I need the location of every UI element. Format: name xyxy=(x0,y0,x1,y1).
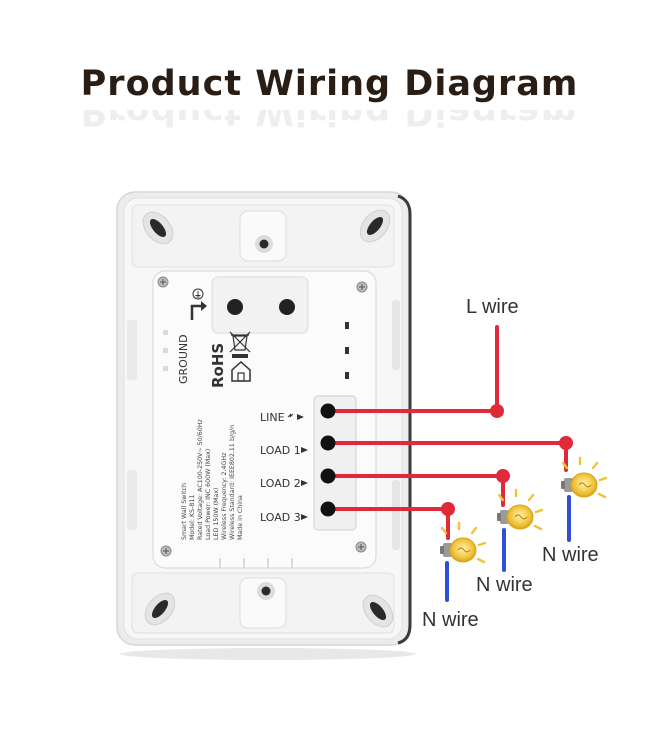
mounting-hole-top xyxy=(255,235,273,253)
n-wire-label-3: N wire xyxy=(422,609,479,631)
spec-line-2: Rated Voltage: AC100-250V~ 50/60Hz xyxy=(197,418,204,540)
mounting-slot-top-left xyxy=(142,211,174,245)
mounting-slot-bottom-right xyxy=(362,594,394,628)
terminal-label-load-2: LOAD 2 xyxy=(260,477,301,490)
mounting-slot-bottom-left xyxy=(144,592,176,626)
spec-line-6: Wireless Standard: IEEE802.11 b/g/n xyxy=(229,425,236,540)
spec-line-1: Model: KS-811 xyxy=(189,495,196,540)
rohs-mark: RoHS xyxy=(209,343,227,388)
terminal-label-line: LINE xyxy=(260,411,285,424)
n-wire-label-1: N wire xyxy=(542,544,599,566)
switch-module-body xyxy=(152,270,377,569)
terminal-label-load-1: LOAD 1 xyxy=(260,444,301,457)
neutral-wires xyxy=(445,495,571,602)
terminal-screws xyxy=(320,403,336,517)
weee-bin-icon xyxy=(229,331,251,358)
ground-arrow-icon xyxy=(190,288,207,320)
switch-shadow xyxy=(120,648,416,660)
wire-junctions xyxy=(441,404,573,516)
terminal-labels: LINE LOAD 1 LOAD 2 LOAD 3 xyxy=(260,411,308,524)
spec-text-block: Smart Wall Switch Model: KS-811 Rated Vo… xyxy=(181,418,244,540)
ground-label: GROUND xyxy=(177,334,190,384)
spec-line-7: Made in China xyxy=(237,495,244,540)
house-icon xyxy=(231,360,251,382)
terminal-label-load-3: LOAD 3 xyxy=(260,511,301,524)
n-wire-label-2: N wire xyxy=(476,574,533,596)
spec-line-5: Wireless Frequency: 2.4GHz xyxy=(221,452,228,540)
spec-line-3: Load Power: INC 600W (Max) xyxy=(205,449,212,540)
mounting-slot-top-right xyxy=(359,209,391,243)
mounting-hole-bottom xyxy=(257,582,275,600)
spec-line-0: Smart Wall Switch xyxy=(181,483,188,540)
l-wire-label: L wire xyxy=(466,296,519,318)
page-title: Product Wiring Diagram xyxy=(80,64,579,104)
spec-line-4: LED 150W (Max) xyxy=(213,487,220,540)
